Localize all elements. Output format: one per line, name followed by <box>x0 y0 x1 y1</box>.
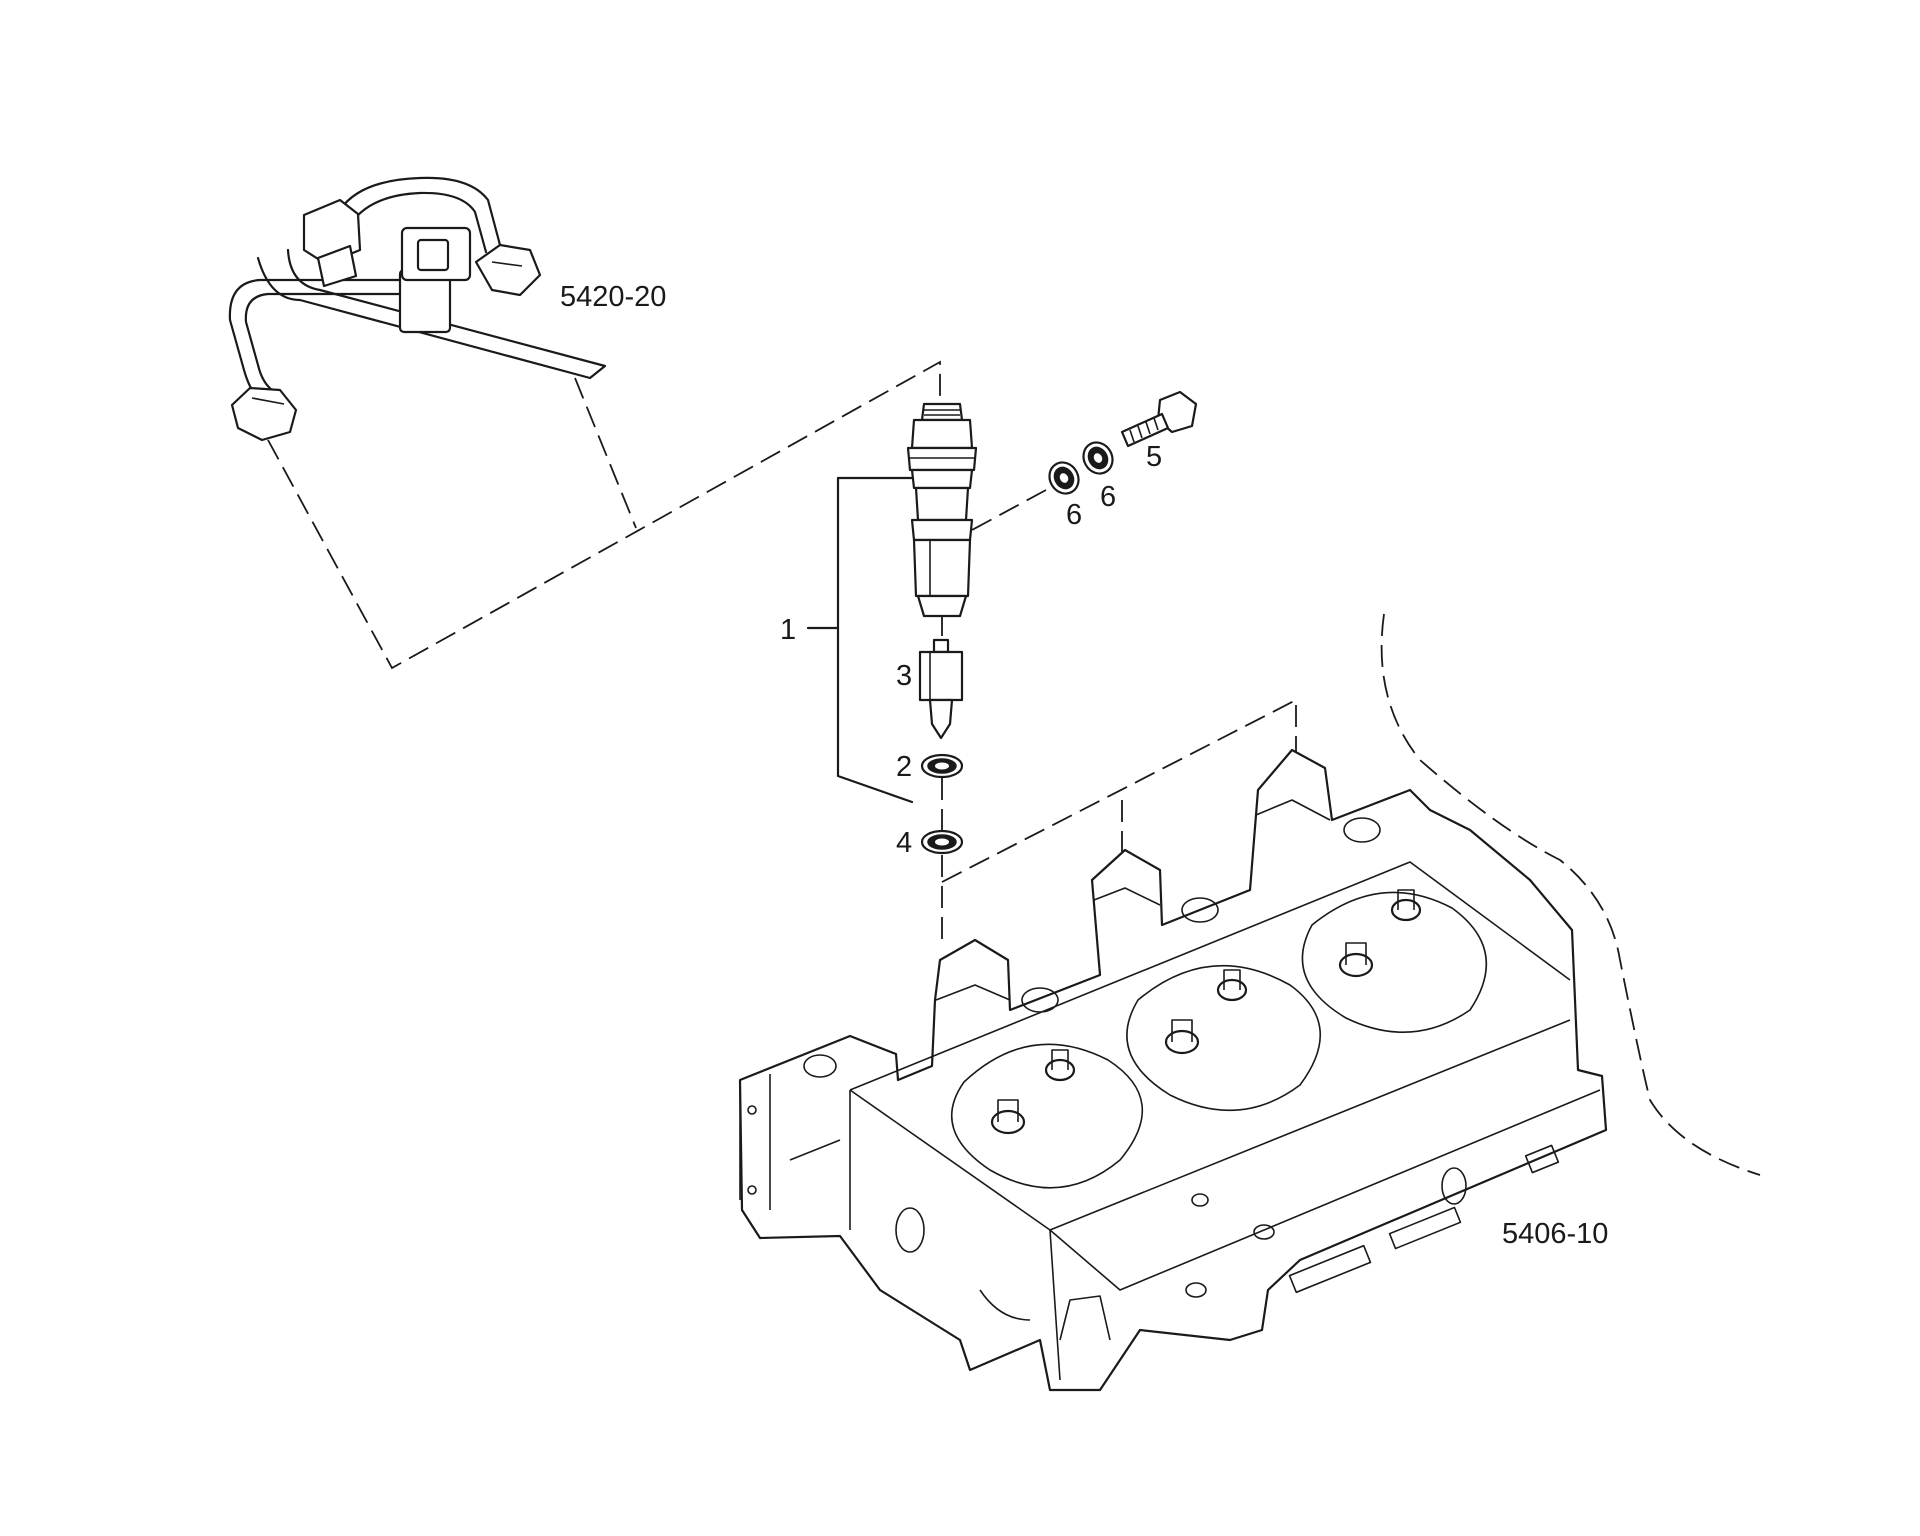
bolt-5 <box>1120 390 1198 448</box>
washer-6-left-label: 6 <box>1066 499 1082 531</box>
washer-6-right <box>1082 441 1114 475</box>
injector-body <box>906 402 978 618</box>
washer-2 <box>920 753 964 779</box>
washer-6-left <box>1048 461 1080 495</box>
head-boundary-line <box>1380 613 1761 1176</box>
fuel-injection-lines <box>228 176 607 442</box>
injector-nozzle <box>918 638 964 740</box>
nozzle-label: 3 <box>896 660 912 692</box>
fuel-lines-ref-label: 5420-20 <box>560 281 666 313</box>
washer-6-right-label: 6 <box>1100 481 1116 513</box>
bolt-label: 5 <box>1146 441 1162 473</box>
cylinder-head <box>738 748 1608 1392</box>
fuel-line-leader-lines <box>267 360 941 670</box>
washer-2-label: 2 <box>896 751 912 783</box>
cylinder-head-ref-label: 5406-10 <box>1502 1218 1608 1250</box>
injector-assembly-label: 1 <box>780 614 796 646</box>
washer-4-label: 4 <box>896 827 912 859</box>
washer-4 <box>920 829 964 855</box>
